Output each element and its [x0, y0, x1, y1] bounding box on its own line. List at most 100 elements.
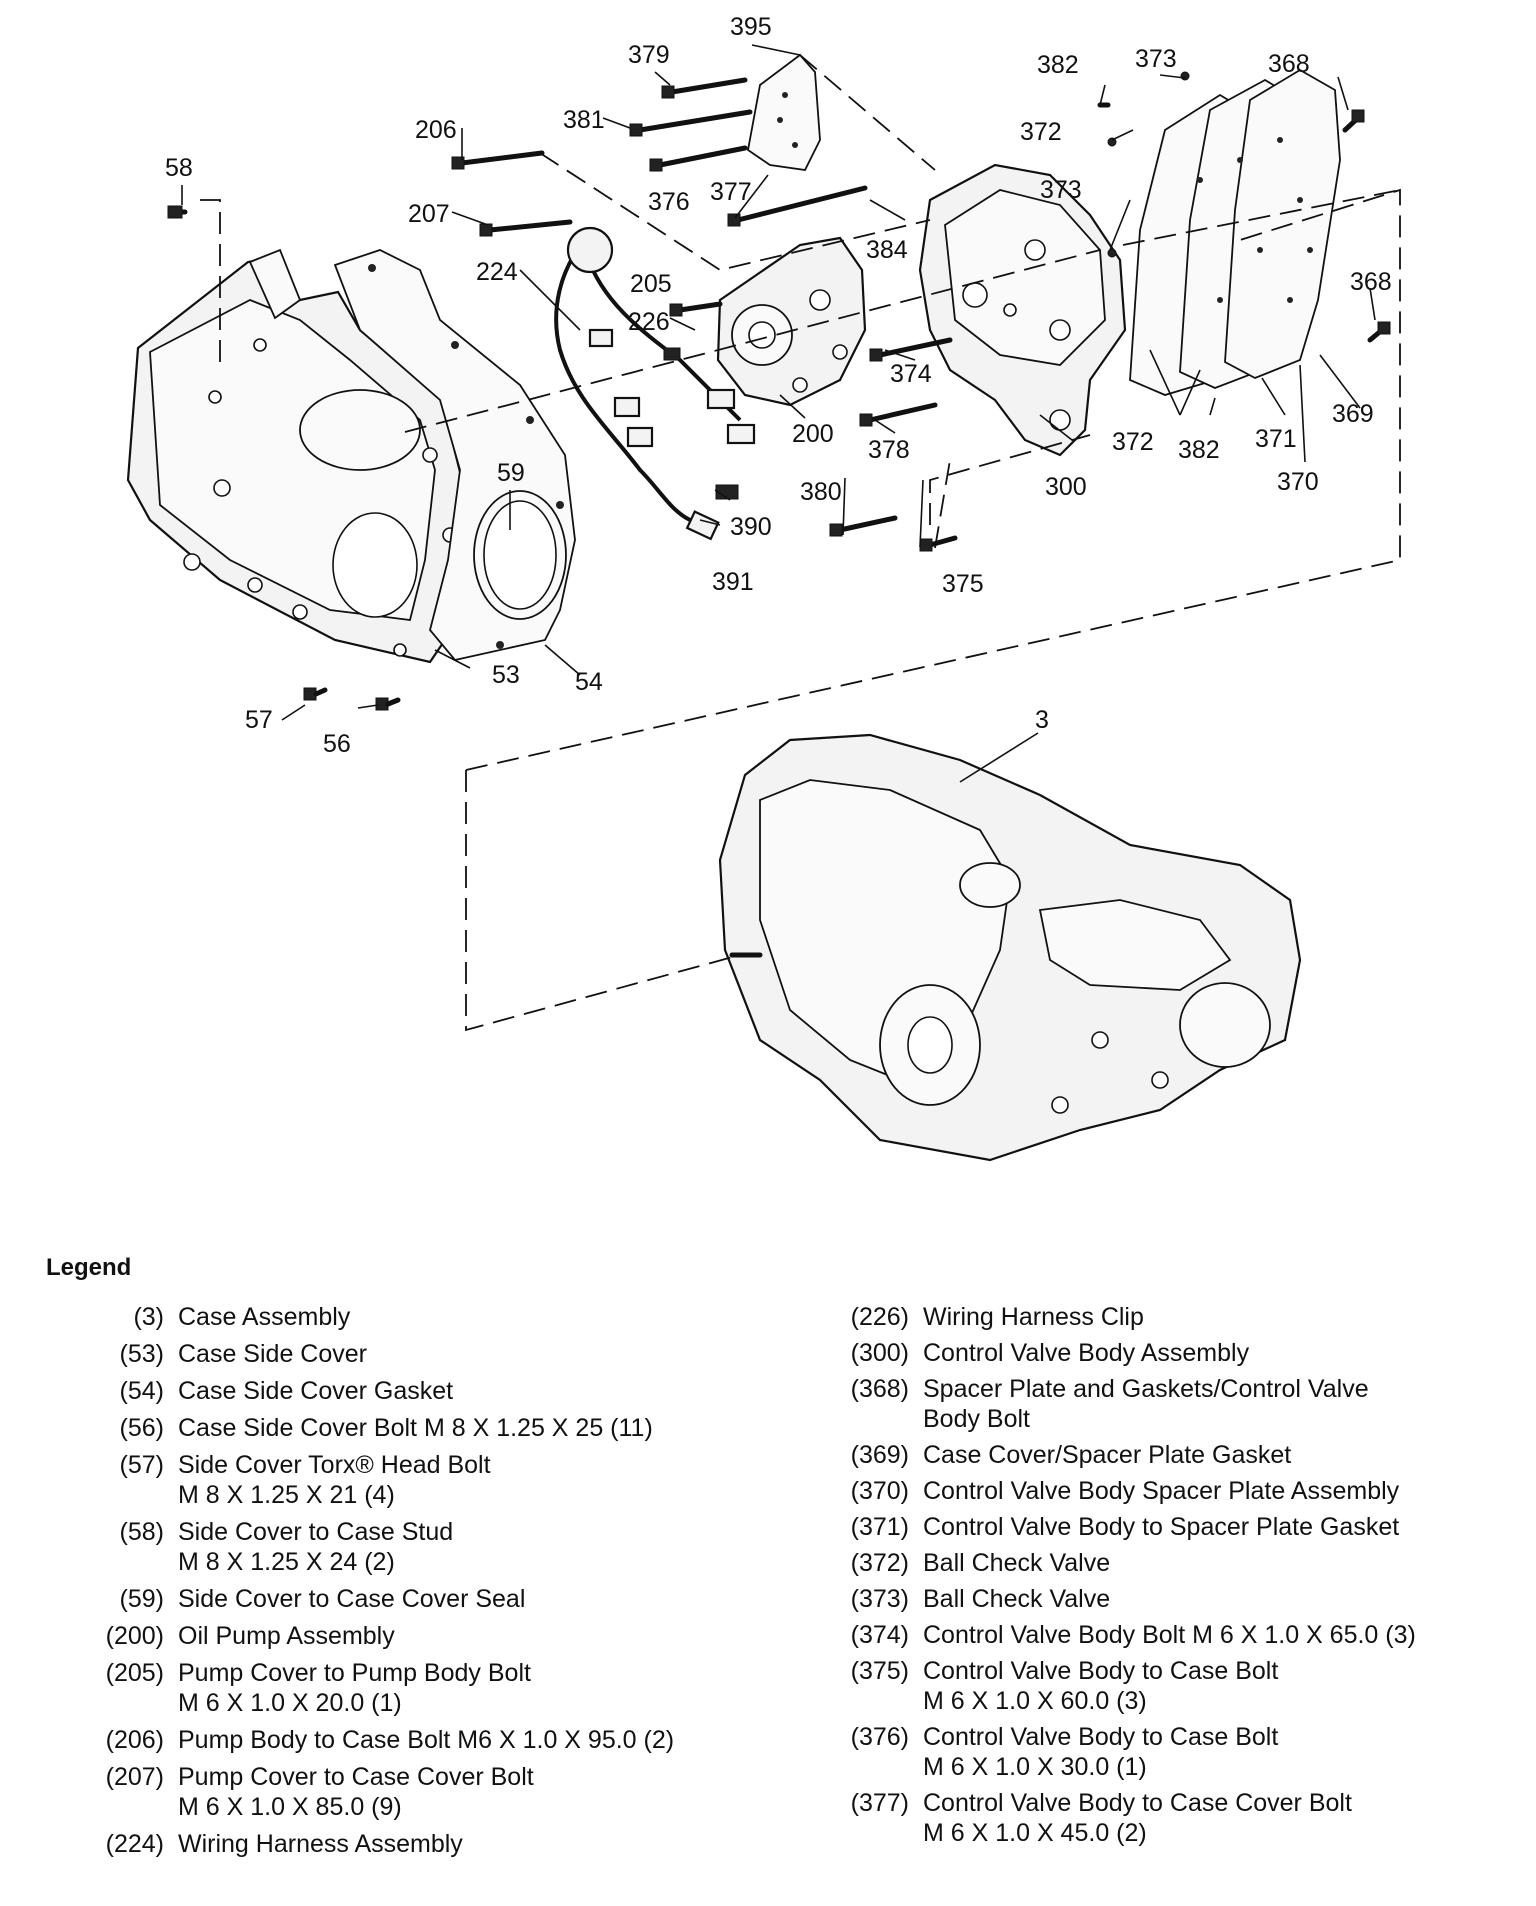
legend-entry: (226) Wiring Harness Clip	[815, 1302, 1515, 1332]
bolts-illustration	[167, 71, 1391, 711]
legend-entry-number: (374)	[850, 1621, 909, 1649]
legend-entry: (58)Side Cover to Case Stud M 8 X 1.25 X…	[70, 1517, 750, 1577]
legend-entry-number: (3)	[133, 1303, 164, 1331]
legend-entry-description: Case Assembly	[178, 1303, 351, 1331]
spacer-plates-illustration	[1129, 68, 1341, 396]
callout-200: 200	[792, 420, 834, 448]
legend-entry-description: Control Valve Body to Case Cover Bolt M …	[923, 1789, 1352, 1847]
legend-entry-number: (207)	[105, 1763, 164, 1791]
legend-entry: (371) Control Valve Body to Spacer Plate …	[815, 1512, 1515, 1542]
callout-381: 381	[563, 106, 605, 134]
legend-entry-number: (224)	[105, 1830, 164, 1858]
callout-54: 54	[575, 668, 603, 696]
legend-entry-description: Ball Check Valve	[923, 1549, 1111, 1577]
legend-entry: (377) Control Valve Body to Case Cover Bo…	[815, 1788, 1515, 1848]
legend-entry-description: Control Valve Body to Spacer Plate Gaske…	[923, 1513, 1400, 1541]
callout-57: 57	[245, 706, 273, 734]
assembly-dash-lines	[200, 54, 1401, 1032]
legend-entry-number: (226)	[850, 1303, 909, 1331]
callout-374: 374	[890, 360, 932, 388]
legend-entry: (53)Case Side Cover	[70, 1339, 750, 1369]
legend-entry-number: (59)	[119, 1585, 164, 1613]
legend-entry-number: (57)	[119, 1451, 164, 1479]
callout-373-top: 373	[1135, 45, 1177, 73]
legend-entry: (59) Side Cover to Case Cover Seal	[70, 1584, 750, 1614]
legend-entry-description: Pump Body to Case Bolt M6 X 1.0 X 95.0 (…	[178, 1726, 675, 1754]
legend-entry-description: Pump Cover to Case Cover Bolt M 6 X 1.0 …	[178, 1763, 534, 1821]
legend-entry-description: Control Valve Body to Case Bolt M 6 X 1.…	[923, 1723, 1279, 1781]
callout-207: 207	[408, 200, 450, 228]
oil-pump-illustration	[716, 236, 867, 407]
legend-entry: (57) Side Cover Torx® Head Bolt M 8 X 1.2…	[70, 1450, 750, 1510]
legend-entry-number: (369)	[850, 1441, 909, 1469]
callout-380: 380	[800, 478, 842, 506]
case-side-cover-illustration	[126, 248, 464, 664]
legend-entry: (205)Pump Cover to Pump Body Bolt M 6 X …	[70, 1658, 750, 1718]
legend-right-column: (226) Wiring Harness Clip (300) Control Va…	[815, 1302, 1515, 1854]
callout-labels: 58 57 56 53 54 59 224 226 205 200 206 20…	[165, 13, 1392, 758]
callout-56: 56	[323, 730, 351, 758]
callout-370: 370	[1277, 468, 1319, 496]
legend-entry-number: (372)	[850, 1549, 909, 1577]
callout-53: 53	[492, 661, 520, 689]
callout-372-top: 372	[1020, 118, 1062, 146]
callout-379: 379	[628, 41, 670, 69]
callout-391: 391	[712, 568, 754, 596]
legend-entry: (3) Case Assembly	[70, 1302, 750, 1332]
legend-entry-number: (206)	[105, 1726, 164, 1754]
legend-entry: (206) Pump Body to Case Bolt M6 X 1.0 X 9…	[70, 1725, 750, 1755]
legend-entry: (370)Control Valve Body Spacer Plate Ass…	[815, 1476, 1515, 1506]
legend-entry-description: Control Valve Body Spacer Plate Assembly	[923, 1477, 1400, 1505]
legend-entry: (224) Wiring Harness Assembly	[70, 1829, 750, 1859]
legend-entry: (374) Control Valve Body Bolt M 6 X 1.0 X…	[815, 1620, 1515, 1650]
legend-entry: (207) Pump Cover to Case Cover Bolt M 6 X…	[70, 1762, 750, 1822]
callout-377: 377	[710, 178, 752, 206]
legend-entry: (372) Ball Check Valve	[815, 1548, 1515, 1578]
callout-368-right: 368	[1350, 268, 1392, 296]
legend-entry-number: (56)	[119, 1414, 164, 1442]
legend-entry-number: (371)	[850, 1513, 909, 1541]
callout-384: 384	[866, 236, 908, 264]
callout-300: 300	[1045, 473, 1087, 501]
leader-lines	[181, 44, 1376, 783]
legend-entry-description: Control Valve Body to Case Bolt M 6 X 1.…	[923, 1657, 1279, 1715]
legend-entry-description: Side Cover Torx® Head Bolt M 8 X 1.25 X …	[178, 1451, 491, 1509]
legend-entry-description: Control Valve Body Bolt M 6 X 1.0 X 65.0…	[923, 1621, 1416, 1649]
callout-371: 371	[1255, 425, 1297, 453]
legend-entry-description: Case Side Cover	[178, 1340, 367, 1368]
legend-entry: (56)Case Side Cover Bolt M 8 X 1.25 X 25…	[70, 1413, 750, 1443]
legend-title: Legend	[46, 1254, 132, 1281]
case-assembly-illustration	[718, 733, 1302, 1162]
callout-375: 376	[648, 188, 690, 216]
legend-entry-description: Spacer Plate and Gaskets/Control Valve B…	[923, 1375, 1369, 1433]
legend-entry-description: Case Cover/Spacer Plate Gasket	[923, 1441, 1292, 1469]
callout-372-bottom: 372	[1112, 428, 1154, 456]
legend-entry: (54)Case Side Cover Gasket	[70, 1376, 750, 1406]
callout-206: 206	[415, 116, 457, 144]
callout-390: 390	[730, 513, 772, 541]
legend-entry: (369) Case Cover/Spacer Plate Gasket	[815, 1440, 1515, 1470]
callout-382-bottom: 382	[1178, 436, 1220, 464]
legend-entry-number: (377)	[850, 1789, 909, 1817]
legend-entry-number: (376)	[850, 1723, 909, 1751]
callout-59: 59	[497, 459, 525, 487]
legend-entry-number: (375)	[850, 1657, 909, 1685]
callout-226: 226	[628, 308, 670, 336]
callout-378: 378	[868, 436, 910, 464]
legend-entry-description: Wiring Harness Assembly	[178, 1830, 463, 1858]
callout-395: 395	[730, 13, 772, 41]
legend-entry-description: Ball Check Valve	[923, 1585, 1111, 1613]
legend-entry-number: (58)	[119, 1518, 164, 1546]
side-cover-seal-illustration	[473, 490, 567, 620]
plate-395-illustration	[747, 53, 821, 171]
legend-entry-description: Side Cover to Case Cover Seal	[178, 1585, 526, 1613]
legend-entry-description: Control Valve Body Assembly	[923, 1339, 1250, 1367]
legend-entry-description: Wiring Harness Clip	[923, 1303, 1144, 1331]
callout-224: 224	[476, 258, 518, 286]
legend-entry-number: (300)	[850, 1339, 909, 1367]
legend-entry: (300) Control Valve Body Assembly	[815, 1338, 1515, 1368]
callout-58: 58	[165, 154, 193, 182]
legend-entry: (373)Ball Check Valve	[815, 1584, 1515, 1614]
control-valve-body-illustration	[918, 163, 1127, 457]
callout-373-mid: 373	[1040, 176, 1082, 204]
